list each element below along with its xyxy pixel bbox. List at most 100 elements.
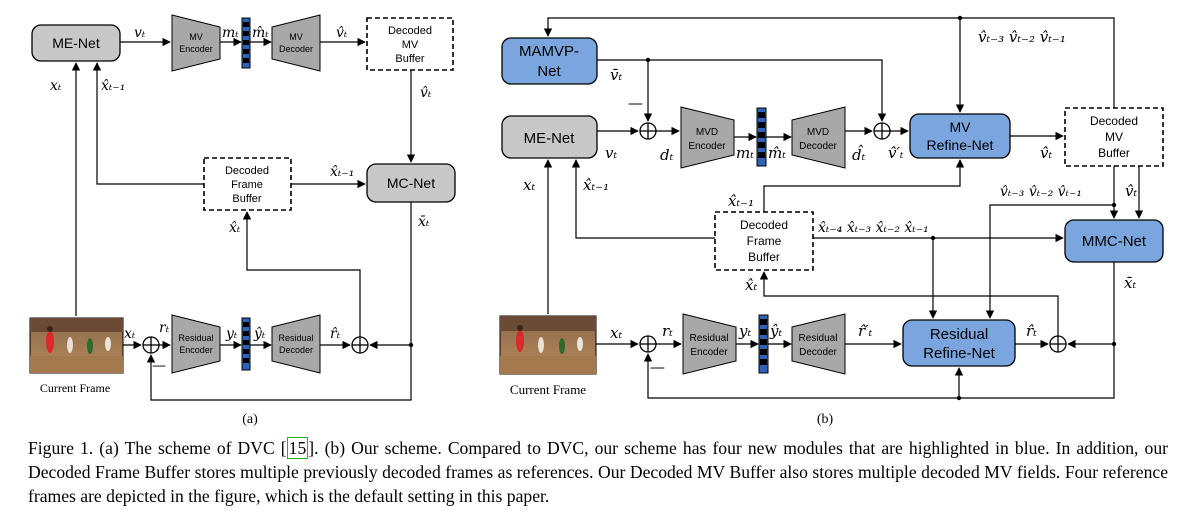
svg-text:Decoded: Decoded xyxy=(388,25,432,37)
svg-text:v̂′ₜ: v̂′ₜ xyxy=(888,144,904,162)
svg-text:MV: MV xyxy=(189,32,203,42)
svg-text:Decoder: Decoder xyxy=(799,347,837,358)
me-net-a-label: ME-Net xyxy=(52,35,100,51)
svg-text:v̂ₜ₋₃ v̂ₜ₋₂ v̂ₜ₋₁: v̂ₜ₋₃ v̂ₜ₋₂ v̂ₜ₋₁ xyxy=(978,28,1066,46)
panel-b-label: (b) xyxy=(817,412,834,427)
svg-text:r̂ₜ: r̂ₜ xyxy=(1026,322,1037,340)
svg-text:Residual: Residual xyxy=(178,333,213,343)
svg-text:Residual: Residual xyxy=(690,333,729,344)
svg-text:MV: MV xyxy=(402,39,419,51)
svg-text:Decoder: Decoder xyxy=(799,141,837,152)
svg-text:v̂ₜ: v̂ₜ xyxy=(1125,182,1137,200)
svg-text:x̄ₜ: x̄ₜ xyxy=(418,214,430,230)
svg-text:v̂ₜ: v̂ₜ xyxy=(420,85,432,101)
svg-text:xₜ: xₜ xyxy=(50,78,62,94)
svg-text:ŷₜ: ŷₜ xyxy=(253,325,266,342)
svg-text:Encoder: Encoder xyxy=(690,347,728,358)
caption-suffix: ]. (b) Our scheme. Compared to DVC, our … xyxy=(28,438,1168,506)
svg-text:Residual: Residual xyxy=(278,333,313,343)
mvd-encoder: MVD Encoder xyxy=(680,106,735,169)
adder-a2 xyxy=(351,336,369,354)
svg-text:v̂ₜ: v̂ₜ xyxy=(1040,144,1052,162)
svg-text:MMC-Net: MMC-Net xyxy=(1082,233,1147,250)
adder-a1 xyxy=(142,336,160,354)
decoded-mv-buffer-a: Decoded MV Buffer xyxy=(366,17,454,71)
me-net-a: ME-Net xyxy=(31,24,121,62)
figure-caption: Figure 1. (a) The scheme of DVC [15]. (b… xyxy=(28,436,1168,508)
svg-text:x̂ₜ: x̂ₜ xyxy=(745,276,757,294)
decoded-frame-buffer-a: Decoded Frame Buffer xyxy=(203,157,292,211)
svg-text:Encoder: Encoder xyxy=(179,345,213,355)
svg-text:MVD: MVD xyxy=(807,127,829,138)
svg-text:ŷₜ: ŷₜ xyxy=(769,322,782,340)
residual-decoder-a: Residual Decoder xyxy=(271,314,321,374)
svg-text:r̂′ₜ: r̂′ₜ xyxy=(858,322,873,340)
svg-text:d̂ₜ: d̂ₜ xyxy=(852,145,866,164)
decoded-frame-buffer-b: Decoded Frame Buffer xyxy=(714,211,814,271)
svg-text:—: — xyxy=(152,358,166,374)
svg-text:mₜ: mₜ xyxy=(736,144,754,162)
mv-decoder-a: MV Decoder xyxy=(271,14,321,72)
symbols-b: v̂ₜ₋₃ v̂ₜ₋₂ v̂ₜ₋₁ v̄ₜ — vₜ dₜ mₜ m̂ₜ d̂ₜ… xyxy=(523,28,1137,376)
svg-text:v̂ₜ: v̂ₜ xyxy=(336,25,348,41)
adder-b2 xyxy=(873,122,891,140)
svg-text:MV: MV xyxy=(950,119,972,135)
svg-text:mₜ: mₜ xyxy=(222,25,239,41)
svg-text:Residual: Residual xyxy=(799,333,838,344)
caption-prefix: Figure 1. (a) The scheme of DVC [ xyxy=(28,438,287,458)
decoded-mv-buffer-b: Decoded MV Buffer xyxy=(1064,107,1164,167)
svg-text:Residual: Residual xyxy=(930,326,988,343)
adder-b3 xyxy=(639,335,657,353)
mc-net-a: MC-Net xyxy=(366,163,456,203)
svg-text:Frame: Frame xyxy=(231,179,263,191)
svg-text:Encoder: Encoder xyxy=(688,141,726,152)
quantizer-a1 xyxy=(241,17,251,69)
svg-text:Buffer: Buffer xyxy=(232,193,261,205)
svg-text:x̂ₜ₋₁: x̂ₜ₋₁ xyxy=(728,192,754,210)
svg-text:x̂ₜ: x̂ₜ xyxy=(229,220,241,236)
svg-text:x̄ₜ: x̄ₜ xyxy=(1124,274,1136,292)
residual-decoder-b: Residual Decoder xyxy=(791,313,846,375)
current-frame-image-b xyxy=(499,315,597,375)
residual-refine-net: Residual Refine-Net xyxy=(902,319,1016,367)
quantizer-b1 xyxy=(756,107,767,167)
svg-text:MVD: MVD xyxy=(696,127,718,138)
svg-text:Buffer: Buffer xyxy=(748,250,780,264)
svg-text:—: — xyxy=(628,94,643,112)
mv-encoder-a: MV Encoder xyxy=(171,14,221,72)
adder-b1 xyxy=(639,122,657,140)
panel-b: MAMVP- Net ME-Net MVD Encoder MVD Decode… xyxy=(499,15,1164,427)
svg-text:Buffer: Buffer xyxy=(1098,146,1130,160)
svg-text:rₜ: rₜ xyxy=(662,322,673,340)
svg-text:vₜ: vₜ xyxy=(605,144,617,162)
svg-text:Decoded: Decoded xyxy=(225,165,269,177)
me-net-b: ME-Net xyxy=(501,115,598,159)
citation-link[interactable]: 15 xyxy=(286,437,309,459)
junction-dots-b xyxy=(645,15,1117,401)
svg-text:x̂ₜ₋₁: x̂ₜ₋₁ xyxy=(330,164,354,180)
svg-text:xₜ: xₜ xyxy=(610,324,622,342)
mvd-decoder: MVD Decoder xyxy=(791,106,846,169)
quantizer-b2 xyxy=(758,314,769,374)
svg-text:x̂ₜ₋₁: x̂ₜ₋₁ xyxy=(101,78,125,94)
residual-encoder-a: Residual Encoder xyxy=(171,314,221,374)
svg-text:yₜ: yₜ xyxy=(225,326,238,342)
connections-a xyxy=(71,37,416,401)
mv-refine-net: MV Refine-Net xyxy=(909,113,1011,159)
panel-a-label: (a) xyxy=(242,412,258,427)
svg-text:Refine-Net: Refine-Net xyxy=(923,345,996,362)
svg-text:MV: MV xyxy=(1105,130,1123,144)
svg-text:—: — xyxy=(650,358,665,376)
symbols-a: vₜ mₜ m̂ₜ v̂ₜ v̂ₜ xₜ x̂ₜ₋₁ x̂ₜ₋₁ x̂ₜ x̄ₜ… xyxy=(50,25,432,374)
svg-text:Refine-Net: Refine-Net xyxy=(927,137,994,153)
current-frame-image-a xyxy=(29,317,124,374)
svg-text:MC-Net: MC-Net xyxy=(387,175,435,191)
svg-text:rₜ: rₜ xyxy=(159,320,170,336)
svg-text:dₜ: dₜ xyxy=(660,146,674,164)
svg-text:MAMVP-: MAMVP- xyxy=(519,43,579,60)
svg-text:vₜ: vₜ xyxy=(134,25,146,41)
svg-text:x̂ₜ₋₁: x̂ₜ₋₁ xyxy=(583,176,609,194)
svg-text:Encoder: Encoder xyxy=(179,44,213,54)
diagram: ME-Net MV Encoder MV Decoder Decoded MV … xyxy=(29,14,1164,427)
connections-b xyxy=(543,17,1144,399)
